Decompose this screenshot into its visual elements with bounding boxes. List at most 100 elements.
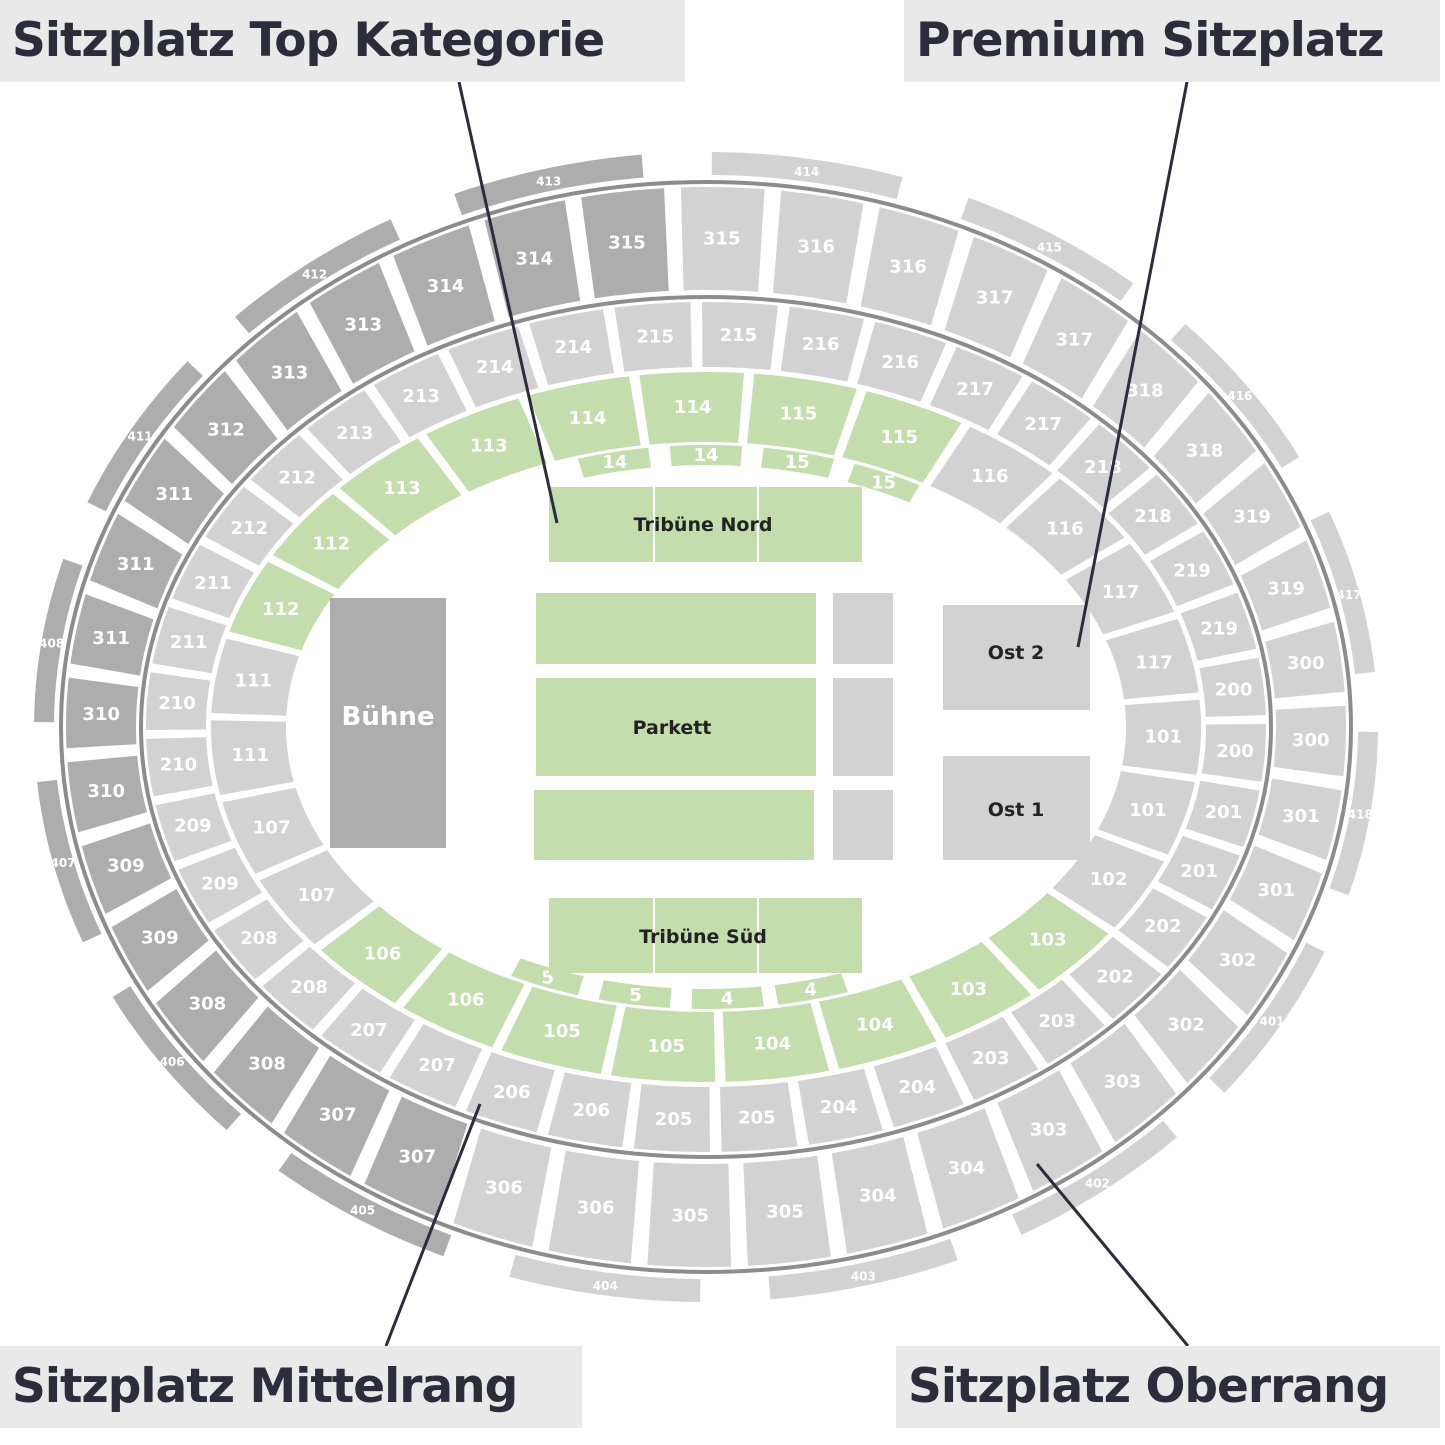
section-313-27[interactable]: 313	[309, 262, 415, 384]
stage[interactable]	[330, 598, 446, 848]
block-15-7-shape[interactable]	[847, 463, 920, 503]
section-305-10[interactable]: 305	[743, 1155, 831, 1266]
section-116-24-shape[interactable]	[1006, 478, 1125, 575]
section-208-16-shape[interactable]	[262, 946, 355, 1030]
section-201-3-shape[interactable]	[1157, 835, 1240, 910]
section-106-10-shape[interactable]	[321, 906, 443, 1004]
block-5-3-shape[interactable]	[511, 958, 584, 996]
section-307-14[interactable]: 307	[364, 1096, 468, 1218]
section-107-11-shape[interactable]	[259, 850, 374, 945]
section-310-20[interactable]: 310	[67, 755, 147, 833]
parkett-side-2[interactable]	[833, 678, 893, 776]
section-305-10-shape[interactable]	[743, 1155, 831, 1266]
section-314-29-shape[interactable]	[484, 200, 581, 317]
section-312-25[interactable]: 312	[173, 371, 278, 485]
section-403-2[interactable]: 403	[768, 1238, 958, 1300]
section-103-3[interactable]: 103	[988, 892, 1109, 990]
section-311-23[interactable]: 311	[90, 513, 183, 609]
section-313-27-shape[interactable]	[309, 262, 415, 384]
section-414-11-shape[interactable]	[711, 152, 903, 200]
section-213-27-shape[interactable]	[373, 353, 467, 438]
section-212-24[interactable]: 212	[205, 486, 294, 566]
section-203-7-shape[interactable]	[945, 1016, 1039, 1101]
section-216-32-shape[interactable]	[780, 306, 865, 382]
section-105-8[interactable]: 105	[501, 986, 617, 1074]
section-114-19[interactable]: 114	[528, 376, 641, 461]
section-309-18[interactable]: 309	[111, 888, 209, 991]
section-303-6-shape[interactable]	[1070, 1023, 1177, 1143]
tribune-south[interactable]: Tribüne Süd	[549, 898, 862, 973]
section-302-5-shape[interactable]	[1134, 969, 1239, 1083]
section-304-9-shape[interactable]	[831, 1137, 928, 1254]
section-211-22[interactable]: 211	[152, 607, 227, 674]
section-105-7[interactable]: 105	[611, 1006, 716, 1082]
section-404-3-shape[interactable]	[509, 1254, 701, 1302]
section-212-25[interactable]: 212	[250, 435, 343, 518]
section-203-7[interactable]: 203	[945, 1016, 1039, 1101]
section-408-7-shape[interactable]	[34, 558, 83, 723]
section-200-0-shape[interactable]	[1199, 657, 1266, 717]
section-215-30[interactable]: 215	[614, 302, 693, 372]
section-107-12-shape[interactable]	[222, 787, 324, 874]
section-303-6[interactable]: 303	[1070, 1023, 1177, 1143]
section-315-31[interactable]: 315	[680, 187, 765, 292]
section-401-0[interactable]: 401	[1209, 942, 1325, 1093]
parkett-side-3[interactable]	[833, 790, 893, 860]
section-111-13[interactable]: 111	[211, 720, 294, 796]
section-306-13-shape[interactable]	[453, 1128, 552, 1247]
parkett-row-1[interactable]	[536, 593, 816, 664]
section-218-37-shape[interactable]	[1108, 474, 1198, 555]
section-307-15-shape[interactable]	[284, 1055, 390, 1176]
block-14-4-shape[interactable]	[577, 447, 651, 478]
section-217-34[interactable]: 217	[929, 347, 1023, 430]
section-319-39[interactable]: 319	[1240, 540, 1331, 631]
section-116-23[interactable]: 116	[930, 426, 1053, 524]
section-319-39-shape[interactable]	[1240, 540, 1331, 631]
section-206-12[interactable]: 206	[547, 1072, 632, 1148]
parkett[interactable]: Parkett	[534, 593, 816, 860]
section-204-9[interactable]: 204	[798, 1068, 883, 1145]
section-101-1[interactable]: 101	[1097, 771, 1195, 855]
section-302-4-shape[interactable]	[1188, 910, 1288, 1016]
section-208-17-shape[interactable]	[214, 899, 304, 980]
section-210-20[interactable]: 210	[146, 737, 213, 797]
section-200-0[interactable]: 200	[1199, 657, 1266, 717]
block-4-0-shape[interactable]	[774, 973, 848, 1005]
section-208-17[interactable]: 208	[214, 899, 304, 980]
section-217-35[interactable]: 217	[997, 381, 1091, 466]
section-318-37[interactable]: 318	[1153, 392, 1256, 504]
ost-2[interactable]: Ost 2	[943, 605, 1090, 710]
section-216-33-shape[interactable]	[857, 321, 947, 402]
section-317-35-shape[interactable]	[1022, 278, 1128, 399]
block-15-6-shape[interactable]	[761, 447, 835, 478]
section-114-19-shape[interactable]	[528, 376, 641, 461]
section-416-13[interactable]: 416	[1171, 324, 1300, 468]
section-313-26-shape[interactable]	[236, 311, 342, 431]
section-210-20-shape[interactable]	[146, 737, 213, 797]
section-214-28[interactable]: 214	[448, 326, 539, 408]
section-209-19[interactable]: 209	[155, 793, 232, 862]
section-205-10-shape[interactable]	[720, 1082, 798, 1152]
section-305-11-shape[interactable]	[647, 1162, 732, 1267]
section-101-1-shape[interactable]	[1097, 771, 1195, 855]
section-316-33[interactable]: 316	[860, 207, 959, 326]
section-218-36-shape[interactable]	[1057, 424, 1150, 508]
section-106-10[interactable]: 106	[321, 906, 443, 1004]
section-307-14-shape[interactable]	[364, 1096, 468, 1218]
section-314-29[interactable]: 314	[484, 200, 581, 317]
section-115-21[interactable]: 115	[747, 373, 857, 456]
section-304-8[interactable]: 304	[917, 1108, 1019, 1229]
section-311-24[interactable]: 311	[124, 438, 224, 544]
section-205-11[interactable]: 205	[633, 1084, 710, 1152]
section-308-16-shape[interactable]	[213, 1006, 320, 1124]
section-305-11[interactable]: 305	[647, 1162, 732, 1267]
section-112-16-shape[interactable]	[272, 493, 390, 590]
section-117-26-shape[interactable]	[1106, 618, 1199, 700]
section-115-22-shape[interactable]	[842, 391, 962, 483]
section-314-28[interactable]: 314	[393, 225, 495, 346]
section-116-23-shape[interactable]	[930, 426, 1053, 524]
section-104-6[interactable]: 104	[722, 1003, 830, 1082]
section-401-0-shape[interactable]	[1209, 942, 1325, 1093]
section-115-22[interactable]: 115	[842, 391, 962, 483]
section-402-1-shape[interactable]	[1012, 1120, 1177, 1235]
